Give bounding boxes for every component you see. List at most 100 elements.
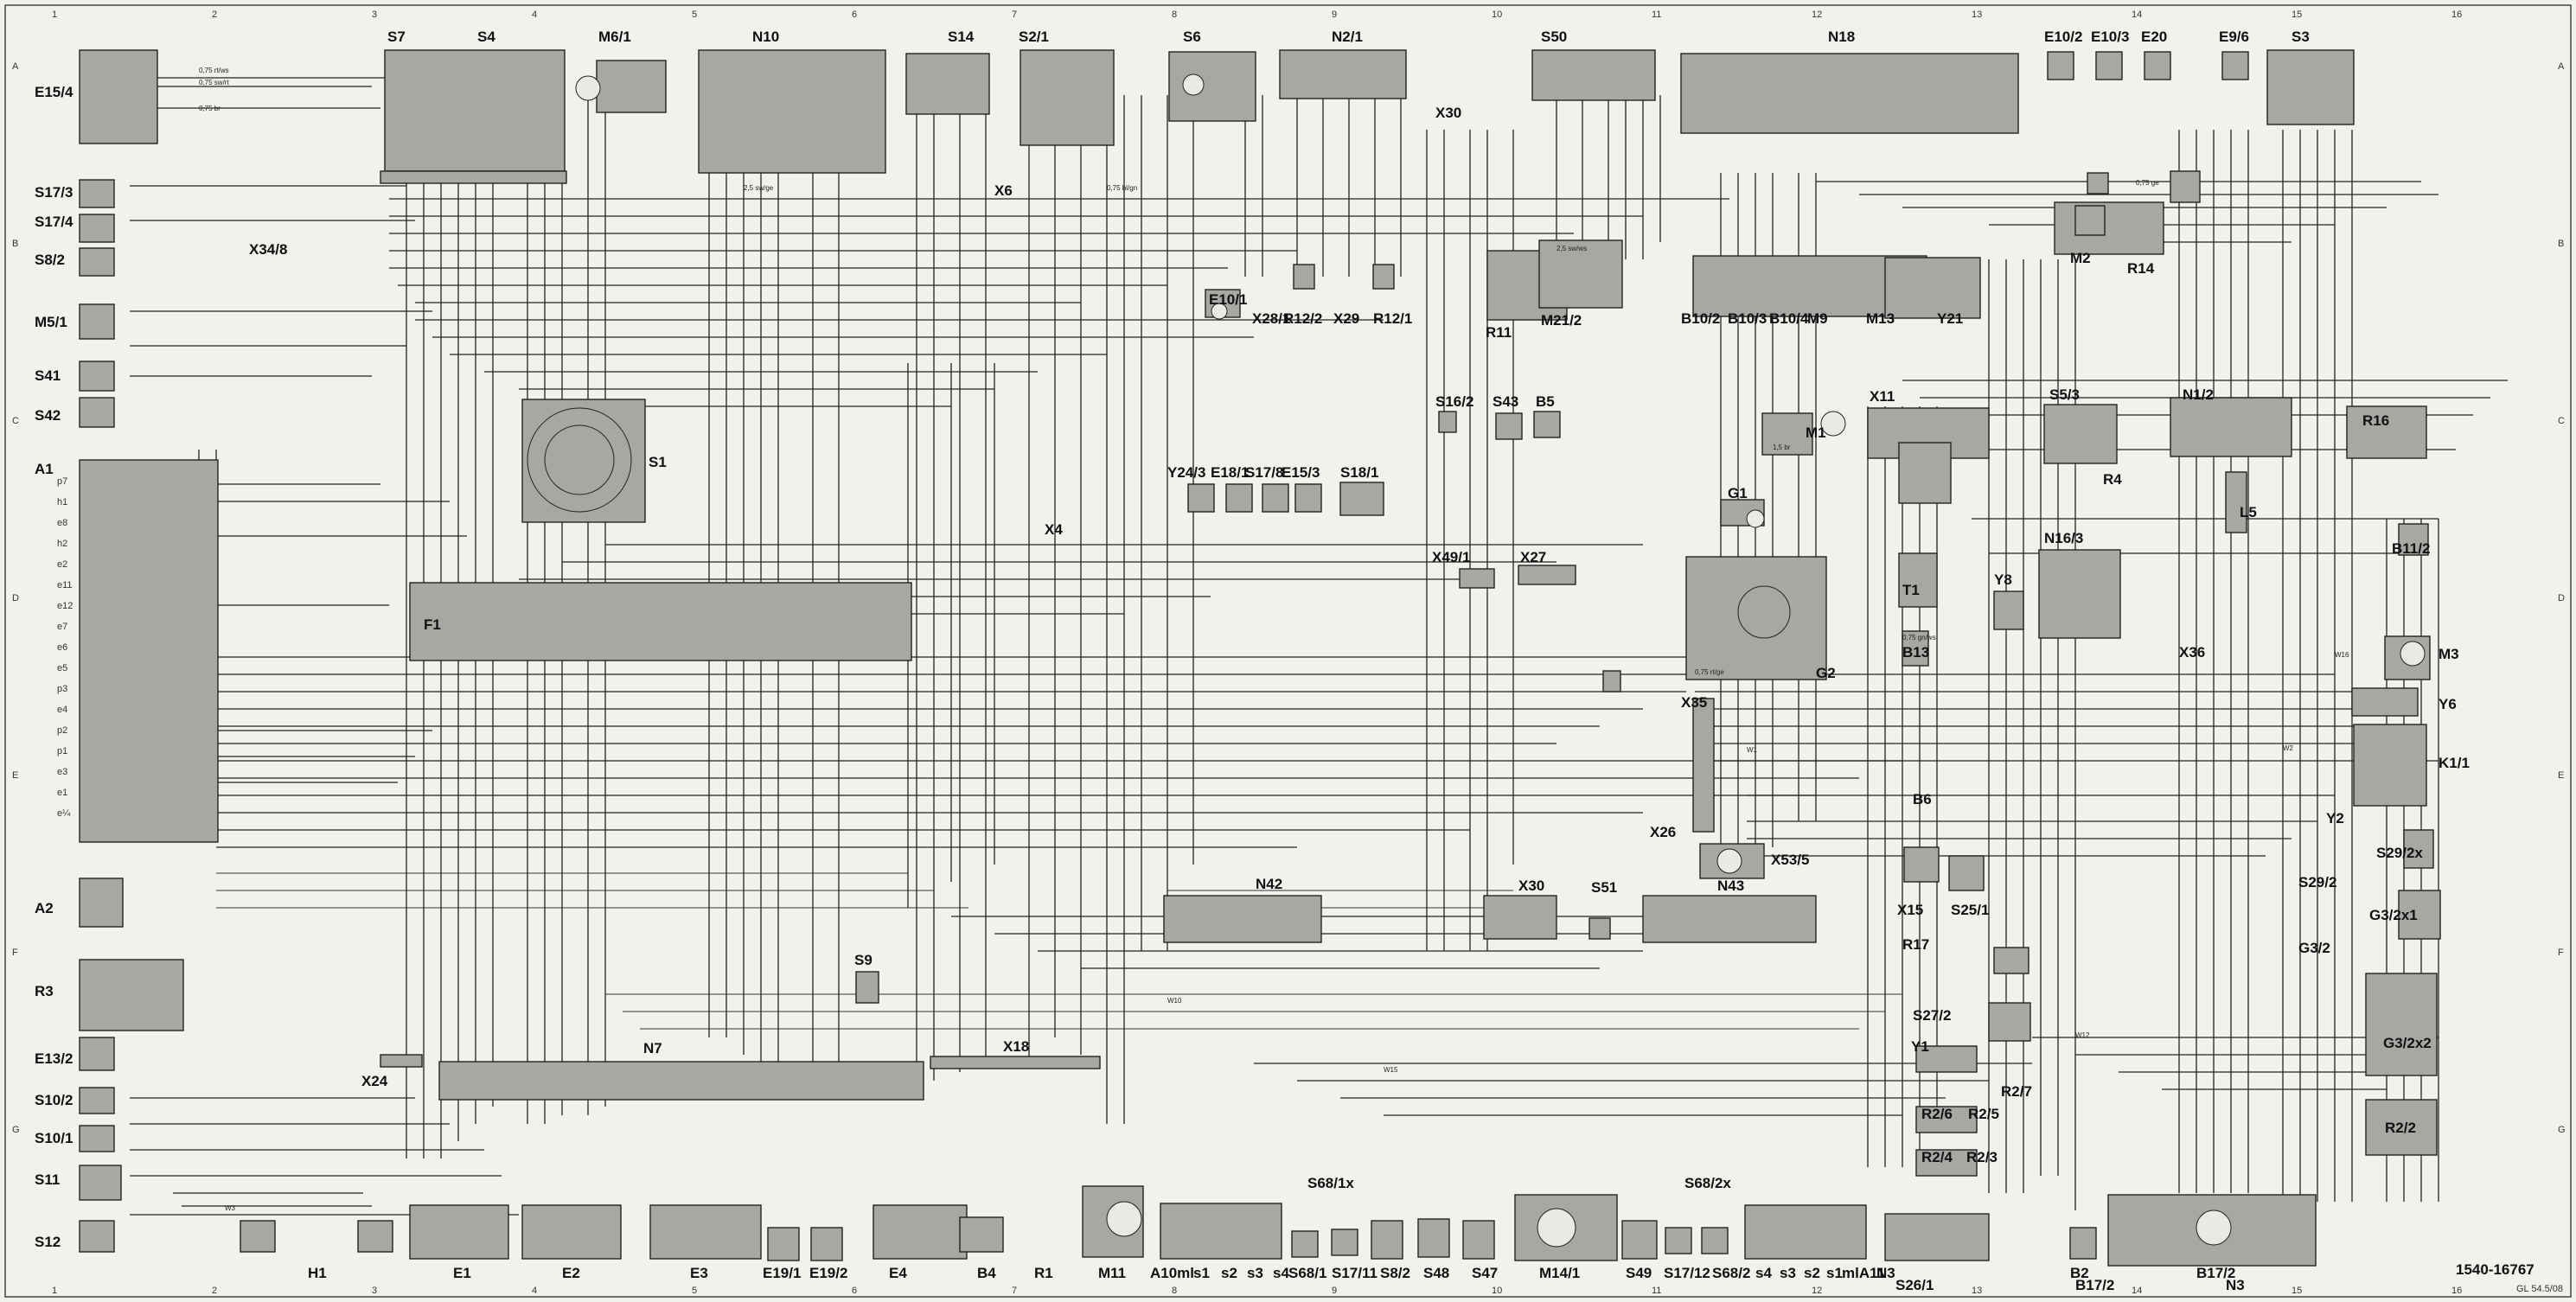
component-label: G1: [1728, 485, 1748, 501]
component-label: M9: [1807, 310, 1828, 327]
component-label: S16/2: [1435, 393, 1473, 410]
component-label: E10/3: [2091, 29, 2129, 45]
component-label: Y24/3: [1167, 464, 1205, 481]
wire-code-label: W16: [2335, 651, 2349, 659]
grid-number: 7: [1012, 10, 1017, 20]
grid-number: 16: [2451, 1286, 2462, 1296]
component-label: M1: [1806, 424, 1826, 441]
component-label: R2/6: [1921, 1106, 1953, 1122]
wire-code-label: W2: [2283, 744, 2294, 752]
wire-code-label: 0,75 sw/rt: [199, 79, 229, 86]
component-label: R4: [2103, 471, 2122, 488]
component-label: T1: [1902, 582, 1920, 598]
bottom-label: mlA11: [1842, 1265, 1885, 1281]
component-label: S4: [477, 29, 495, 45]
bottom-label: E19/2: [809, 1265, 847, 1281]
grid-number: 9: [1332, 10, 1337, 20]
grid-letter: B: [2558, 239, 2564, 249]
component-label: B11/2: [2392, 540, 2430, 557]
component-label: N1/2: [2183, 386, 2214, 403]
component-label: R3: [35, 983, 54, 999]
grid-letter: E: [2558, 770, 2564, 781]
component-label: N3: [1876, 1265, 1895, 1281]
grid-letter: F: [12, 948, 18, 958]
wire-harness: [104, 77, 2508, 1216]
component-label: F1: [424, 616, 441, 633]
component-label: S12: [35, 1234, 61, 1250]
component-label: X11: [1870, 388, 1895, 405]
component-label: N43: [1717, 878, 1744, 894]
wire-code-label: W3: [225, 1204, 236, 1212]
a1-pin-label: e1: [57, 788, 67, 798]
component-label: G3/2x1: [2369, 907, 2418, 923]
component-label: R12/2: [1283, 310, 1322, 327]
wire-code-label: 0,75 gn/ws: [1902, 634, 1936, 641]
component-label: G2: [1816, 665, 1836, 681]
component-label: G3/2x2: [2383, 1035, 2432, 1051]
component-label: E13/2: [35, 1050, 73, 1067]
grid-number: 2: [212, 1286, 217, 1296]
a1-pin-label: e4: [57, 705, 67, 715]
component-label: E15/4: [35, 84, 74, 100]
component-label: S25/1: [1951, 902, 1989, 918]
component-label: B10/2: [1681, 310, 1720, 327]
wire-code-label: 2,5 sw/ws: [1556, 245, 1587, 252]
bottom-label: E2: [562, 1265, 580, 1281]
component-label: X26: [1650, 824, 1676, 840]
bottom-label: B4: [977, 1265, 996, 1281]
bottom-label: N3: [2226, 1277, 2245, 1293]
grid-number: 13: [1972, 10, 1982, 20]
grid-number: 5: [692, 10, 697, 20]
N43-module: [1642, 895, 1817, 943]
a1-pin-label: e2: [57, 559, 67, 570]
component-label: N18: [1828, 29, 1855, 45]
component-label: S42: [35, 407, 61, 424]
grid-letter: A: [2558, 61, 2565, 72]
bottom-label: S68/2: [1712, 1265, 1750, 1281]
bottom-label: S68/1: [1288, 1265, 1326, 1281]
component-label: N7: [643, 1040, 662, 1056]
grid-number: 4: [532, 1286, 537, 1296]
N7-module: [438, 1061, 924, 1101]
bottom-label: E4: [889, 1265, 907, 1281]
component-label: S10/1: [35, 1130, 73, 1146]
grid-number: 8: [1172, 1286, 1177, 1296]
component-label: S29/2: [2298, 874, 2336, 890]
component-label: M21/2: [1541, 312, 1582, 329]
bottom-component-row: [240, 1185, 2317, 1267]
grid-number: 8: [1172, 10, 1177, 20]
grid-number: 16: [2451, 10, 2462, 20]
wire-code-label: 1,5 br: [1773, 444, 1791, 451]
a1-pin-label: e3: [57, 767, 67, 777]
grid-number: 14: [2132, 10, 2142, 20]
bottom-label: H1: [308, 1265, 327, 1281]
component-label: S10/2: [35, 1092, 73, 1108]
bottom-label: S26/1: [1895, 1277, 1934, 1293]
component-label: R2/4: [1921, 1149, 1953, 1165]
component-label: A1: [35, 461, 54, 477]
bottom-label: S8/2: [1380, 1265, 1410, 1281]
grid-number: 6: [852, 10, 857, 20]
component-label: S17/3: [35, 184, 73, 201]
component-label: S1: [649, 454, 667, 470]
component-label: S68/1x: [1307, 1175, 1354, 1191]
component-label: M13: [1866, 310, 1895, 327]
component-label: B17/2: [2196, 1265, 2235, 1281]
component-label: X15: [1897, 902, 1923, 918]
component-label: M3: [2439, 646, 2459, 662]
grid-number: 11: [1652, 1286, 1661, 1296]
component-label: X24: [361, 1073, 388, 1089]
a1-pin-label: e7: [57, 622, 67, 632]
component-label: M5/1: [35, 314, 67, 330]
component-label: S18/1: [1340, 464, 1378, 481]
component-label: E20: [2141, 29, 2167, 45]
component-label: X6: [994, 182, 1013, 199]
a1-pin-label: e¼: [57, 808, 71, 819]
component-label: S6: [1183, 29, 1201, 45]
component-label: R2/7: [2001, 1083, 2032, 1100]
bottom-label: s4: [1755, 1265, 1772, 1281]
component-label: S27/2: [1913, 1007, 1951, 1024]
component-label: X30: [1518, 878, 1544, 894]
A1-instrument-cluster: [79, 459, 219, 843]
